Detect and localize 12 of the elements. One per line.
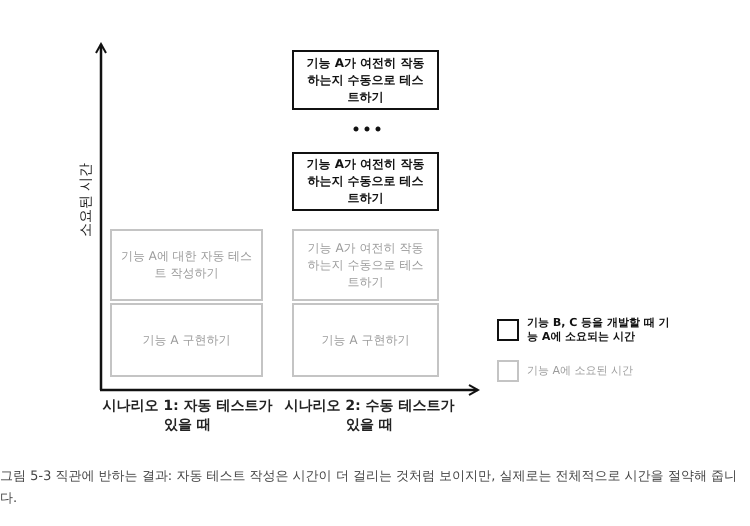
task-box: 기능 A가 여전히 작동하는지 수동으로 테스트하기	[292, 50, 439, 110]
completed-task-box: 기능 A에 대한 자동 테스트 작성하기	[110, 229, 263, 301]
completed-task-box: 기능 A 구현하기	[292, 303, 439, 377]
legend-text: 기능 B, C 등을 개발할 때 기능 A에 소요되는 시간	[527, 316, 671, 344]
scenario-label: 시나리오 1: 자동 테스트가 있을 때	[102, 397, 274, 435]
task-box: 기능 A가 여전히 작동하는지 수동으로 테스트하기	[292, 152, 439, 211]
legend-text: 기능 A에 소요된 시간	[527, 364, 634, 378]
scenario-label: 시나리오 2: 수동 테스트가 있을 때	[284, 397, 456, 435]
axis-title: 소요된 시간	[77, 162, 95, 240]
caption: 그림 5-3 직관에 반하는 결과: 자동 테스트 작성은 시간이 더 걸리는 것처럼 보이지만, 실제로는 전체적으로 시간을 절약해 줍니다.	[0, 468, 738, 508]
completed-task-box: 기능 A가 여전히 작동하는지 수동으로 테스트하기	[292, 229, 439, 301]
completed-task-box: 기능 A 구현하기	[110, 303, 263, 377]
